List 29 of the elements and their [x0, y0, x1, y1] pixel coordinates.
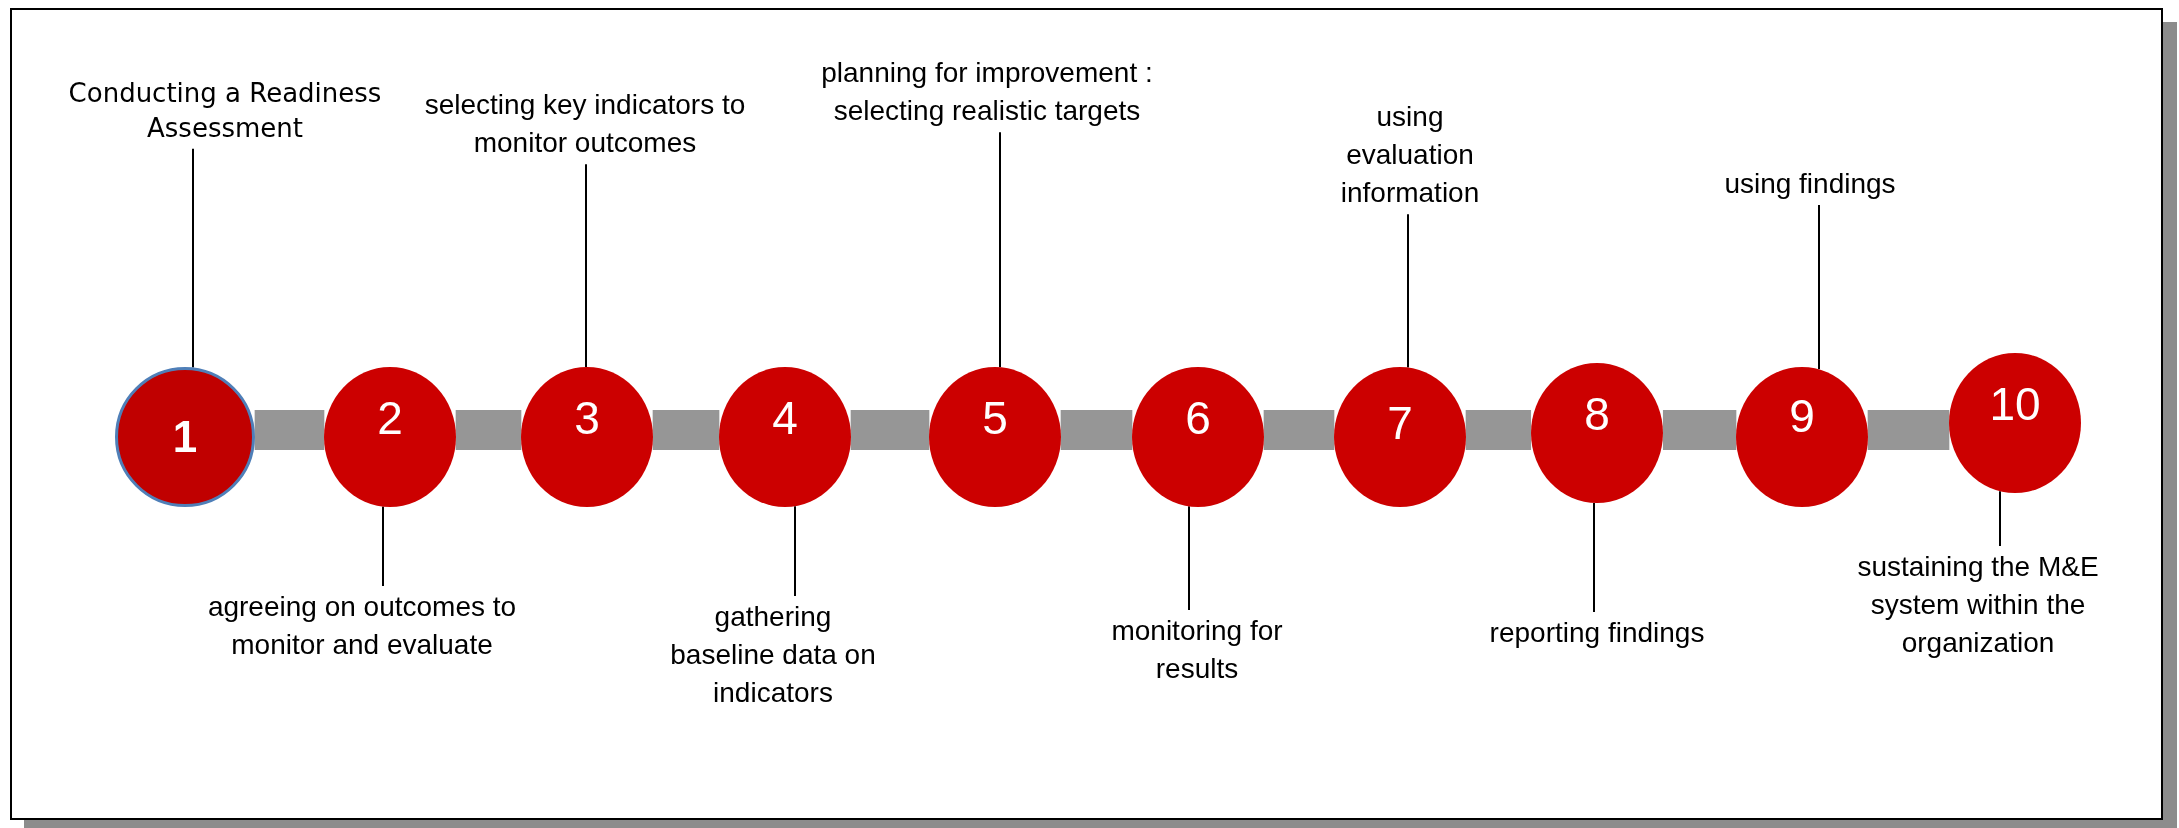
timeline-bar	[455, 410, 522, 450]
leader-line	[585, 163, 587, 368]
timeline-bar	[1060, 410, 1133, 450]
timeline-bar	[254, 410, 325, 450]
leader-line	[1188, 505, 1190, 611]
step-label: agreeing on outcomes to monitor and evaluate	[192, 588, 532, 665]
step-label: Conducting a Readiness Assessment	[55, 76, 395, 147]
timeline-bar	[652, 410, 720, 450]
step-label: sustaining the M&E system within the organization	[1813, 548, 2143, 663]
timeline-bar	[850, 410, 930, 450]
timeline-bar	[1662, 410, 1737, 450]
step-label: reporting findings	[1447, 614, 1747, 653]
leader-line	[1593, 501, 1595, 613]
step-label: monitoring for results	[1104, 612, 1290, 689]
timeline-bar	[1465, 410, 1532, 450]
leader-line	[382, 505, 384, 587]
step-label: using findings	[1680, 165, 1940, 204]
leader-line	[794, 505, 796, 597]
leader-line	[1818, 204, 1820, 371]
timeline-bar	[1263, 410, 1335, 450]
step-label: gathering baseline data on indicators	[668, 598, 878, 713]
step-label: selecting key indicators to monitor outcomes	[405, 86, 765, 163]
leader-line	[1999, 490, 2001, 547]
step-label: using evaluation information	[1322, 98, 1498, 213]
leader-line	[1407, 213, 1409, 369]
timeline-bar	[1867, 410, 1950, 450]
leader-line	[999, 131, 1001, 369]
step-label: planning for improvement : selecting realistic targets	[787, 54, 1187, 131]
leader-line	[192, 147, 194, 369]
